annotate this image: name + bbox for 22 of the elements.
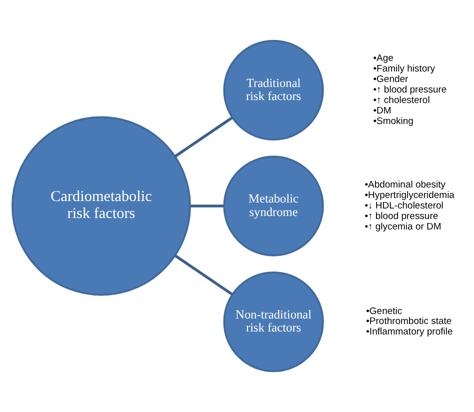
node-label: •↑ blood pressure xyxy=(373,84,447,96)
node-circle: Traditional risk factors xyxy=(223,40,324,140)
node-label: •Family history xyxy=(373,64,436,75)
connector xyxy=(190,204,224,208)
node-label: •Smoking xyxy=(373,116,414,127)
connector xyxy=(174,254,233,296)
node-circle: Metabolic syndrome xyxy=(223,156,324,256)
node-label: •↑ cholesterol xyxy=(373,94,430,106)
node-label: •DM xyxy=(373,105,392,116)
node-circle: Cardiometabolic risk factors xyxy=(12,116,191,296)
node-label: •↑ glycemia or DM xyxy=(364,221,442,232)
connector xyxy=(174,116,233,158)
node-label: •Age xyxy=(373,53,394,64)
node-label: •↑ blood pressure xyxy=(364,210,438,222)
node-label: •Inflammatory profile xyxy=(366,326,453,338)
node-label: •Gender xyxy=(373,74,408,86)
node-label: •Abdominal obesity xyxy=(364,179,446,190)
node-label: •↓ HDL-cholesterol xyxy=(364,200,444,212)
node-circle: Non-traditional risk factors xyxy=(223,272,324,372)
node-label: •Hypertriglyceridemia xyxy=(364,190,454,201)
node-label: •Genetic xyxy=(366,306,402,317)
node-label: •Prothrombotic state xyxy=(366,316,452,328)
